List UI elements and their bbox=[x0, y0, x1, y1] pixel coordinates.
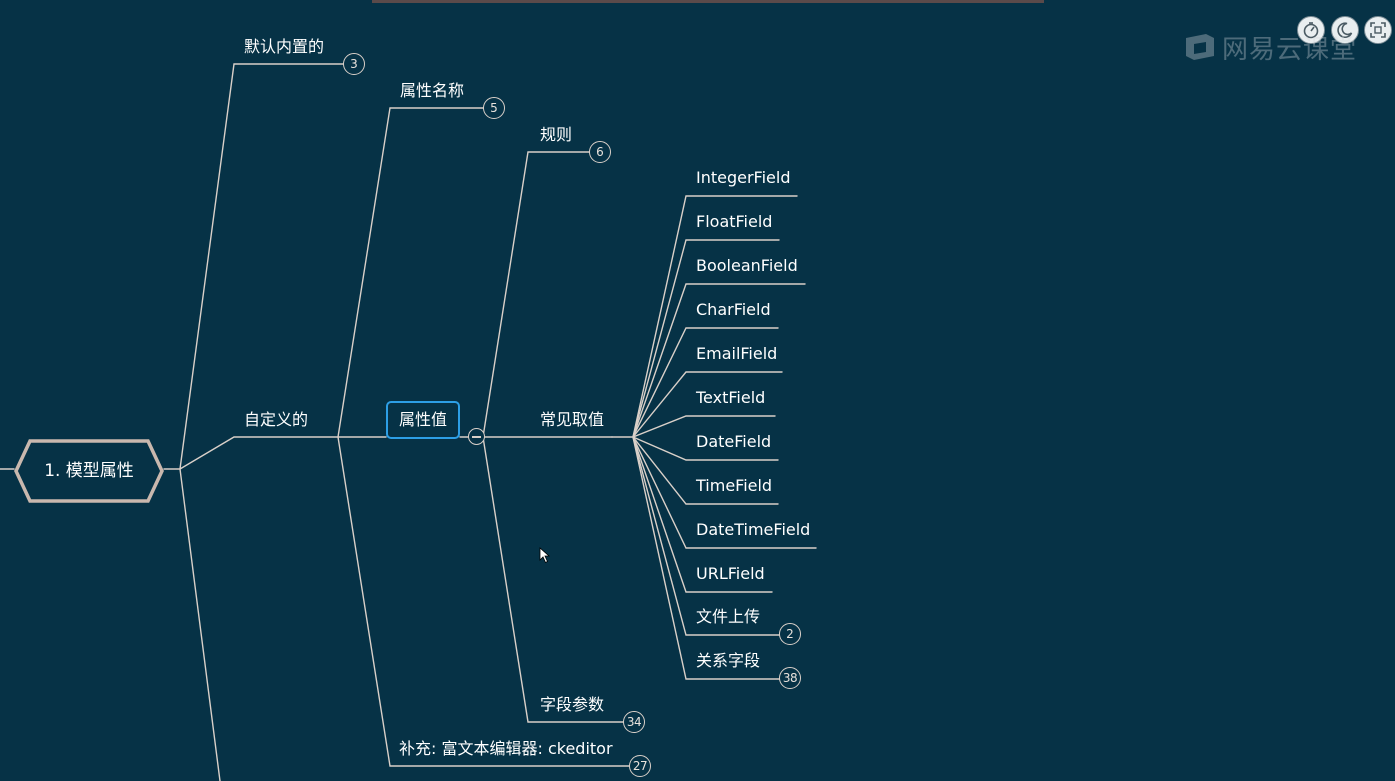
fullscreen-icon[interactable] bbox=[1364, 16, 1392, 44]
node-supplement-count-badge[interactable]: 27 bbox=[629, 755, 651, 777]
field-item-file-upload[interactable]: 文件上传 bbox=[696, 607, 761, 626]
field-item-timefield[interactable]: TimeField bbox=[696, 476, 773, 495]
node-field-params[interactable]: 字段参数 bbox=[540, 695, 605, 714]
field-item-floatfield[interactable]: FloatField bbox=[696, 212, 773, 231]
hexagon-frame bbox=[14, 439, 164, 503]
node-rules-count-badge[interactable]: 6 bbox=[589, 141, 611, 163]
field-item-integerfield[interactable]: IntegerField bbox=[696, 168, 791, 187]
node-field-params-count-badge[interactable]: 34 bbox=[623, 711, 645, 733]
node-rules[interactable]: 规则 bbox=[540, 125, 573, 144]
field-item-booleanfield[interactable]: BooleanField bbox=[696, 256, 798, 275]
collapse-toggle-icon[interactable] bbox=[468, 428, 485, 445]
timer-icon[interactable] bbox=[1297, 16, 1325, 44]
node-supplement-ckeditor[interactable]: 补充: 富文本编辑器: ckeditor bbox=[399, 739, 613, 758]
node-custom[interactable]: 自定义的 bbox=[244, 410, 309, 429]
field-item-charfield[interactable]: CharField bbox=[696, 300, 771, 319]
field-item-textfield[interactable]: TextField bbox=[696, 388, 766, 407]
node-attr-name-count-badge[interactable]: 5 bbox=[483, 97, 505, 119]
field-item-datefield[interactable]: DateField bbox=[696, 432, 772, 451]
node-builtin[interactable]: 默认内置的 bbox=[244, 37, 325, 56]
root-node[interactable]: 1. 模型属性 bbox=[14, 439, 164, 503]
node-attr-name[interactable]: 属性名称 bbox=[400, 81, 465, 100]
field-item-relation-fields[interactable]: 关系字段 bbox=[696, 651, 761, 670]
field-item-emailfield[interactable]: EmailField bbox=[696, 344, 778, 363]
field-item-relation-fields-count-badge[interactable]: 38 bbox=[779, 667, 801, 689]
field-item-datetimefield[interactable]: DateTimeField bbox=[696, 520, 811, 539]
brand-watermark: 网易云课堂 bbox=[1184, 30, 1358, 65]
root-node-label: 1. 模型属性 bbox=[44, 461, 134, 481]
night-mode-icon[interactable] bbox=[1331, 16, 1359, 44]
field-item-file-upload-count-badge[interactable]: 2 bbox=[779, 623, 801, 645]
brand-text: 网易云课堂 bbox=[1222, 34, 1358, 65]
node-builtin-count-badge[interactable]: 3 bbox=[343, 53, 365, 75]
field-item-urlfield[interactable]: URLField bbox=[696, 564, 765, 583]
node-common-values[interactable]: 常见取值 bbox=[540, 410, 605, 429]
top-edge-bar bbox=[372, 0, 1044, 3]
mouse-cursor-icon bbox=[539, 547, 551, 564]
node-attr-value-selected[interactable]: 属性值 bbox=[386, 401, 460, 439]
brand-logo-icon bbox=[1186, 34, 1214, 60]
